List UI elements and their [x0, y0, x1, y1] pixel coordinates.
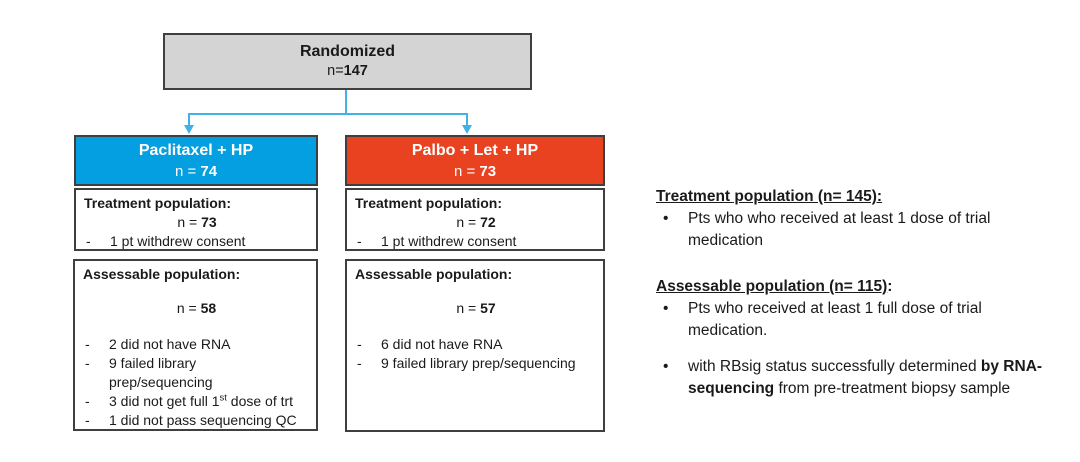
arm1-assessable-n-value: 58 — [200, 300, 217, 316]
randomized-n-value: 147 — [343, 63, 368, 79]
arm2-title: Palbo + Let + HP — [411, 142, 539, 159]
exclusion-item: - 6 did not have RNA — [355, 335, 597, 354]
bullet-text-bold: by RNA-sequencing — [688, 358, 1043, 397]
definition-bullet-text: with RBsig status successfully determine… — [688, 356, 1055, 400]
round-bullet: • — [663, 210, 669, 227]
arm2-treatment-n-value: 72 — [480, 214, 496, 230]
exclusion-item: - 3 did not get full 1st dose of trt — [83, 392, 310, 411]
arm2-treatment-count: n = 72 — [355, 213, 597, 232]
arm1-treatment-count: n = 73 — [84, 213, 310, 232]
exclusion-item-pre: 3 did not get full 1 — [109, 393, 220, 409]
arm2-assessable-n-value: 57 — [480, 300, 496, 316]
heading-underlined-text: Assessable population (n= 115) — [656, 278, 888, 295]
population-definitions: Treatment population (n= 145): • Pts who… — [656, 186, 1055, 400]
arm2-treatment-box: Treatment population: n = 72 - 1 pt with… — [345, 188, 605, 251]
definition-bullet: • Pts who who received at least 1 dose o… — [656, 208, 1055, 252]
dash-bullet: - — [357, 336, 362, 352]
randomized-title: Randomized — [299, 43, 396, 60]
arm2-treatment-item: - 1 pt withdrew consent — [355, 232, 597, 251]
exclusion-item-post: dose of trt — [226, 393, 294, 409]
arm1-treatment-n-value: 73 — [201, 214, 217, 230]
bullet-text-pre: Pts who who received at least 1 dose of … — [688, 210, 991, 249]
arm2-n-value: 73 — [479, 163, 497, 180]
exclusion-item-text: 6 did not have RNA — [381, 336, 503, 352]
exclusion-item: - 1 did not pass sequencing QC — [83, 411, 310, 430]
arm1-treatment-item-text: 1 pt withdrew consent — [110, 233, 246, 249]
arm1-assessable-items: - 2 did not have RNA - 9 failed library … — [83, 335, 310, 430]
bullet-text-pre: with RBsig status successfully determine… — [688, 358, 981, 375]
dash-bullet: - — [86, 233, 91, 249]
randomized-n-prefix: n= — [327, 63, 344, 79]
heading-colon: : — [887, 278, 893, 295]
arm2-assessable-count: n = 57 — [355, 299, 597, 318]
dash-bullet: - — [357, 355, 362, 371]
randomized-box: Randomized n=147 — [163, 33, 532, 90]
dash-bullet: - — [85, 336, 90, 352]
arm1-treatment-n-prefix: n = — [177, 214, 202, 230]
dash-bullet: - — [85, 355, 90, 371]
arm2-assessable-n-prefix: n = — [456, 300, 481, 316]
arm1-treatment-item: - 1 pt withdrew consent — [84, 232, 310, 251]
heading-underlined-text: Treatment population (n= 145): — [656, 188, 883, 205]
arm1-treatment-box: Treatment population: n = 73 - 1 pt with… — [74, 188, 318, 251]
dash-bullet: - — [85, 412, 90, 428]
arm1-n-prefix: n = — [174, 163, 201, 180]
arm1-n-value: 74 — [200, 163, 218, 180]
bullet-text-post: from pre-treatment biopsy sample — [774, 380, 1011, 397]
arm1-assessable-n-prefix: n = — [176, 300, 201, 316]
exclusion-item-text: 9 failed library prep/sequencing — [381, 355, 576, 371]
exclusion-item: - 9 failed library prep/sequencing — [83, 354, 310, 392]
exclusion-item-text: 2 did not have RNA — [109, 336, 231, 352]
arm2-assessable-box: Assessable population: n = 57 - 6 did no… — [345, 259, 605, 432]
treatment-population-definition: Treatment population (n= 145): • Pts who… — [656, 186, 1055, 252]
arm1-assessable-box: Assessable population: n = 58 - 2 did no… — [73, 259, 318, 431]
arm2-treatment-n-prefix: n = — [456, 214, 481, 230]
definition-bullet: • Pts who received at least 1 full dose … — [656, 298, 1055, 342]
arm2-assessable-items: - 6 did not have RNA - 9 failed library … — [355, 335, 597, 373]
exclusion-item: - 9 failed library prep/sequencing — [355, 354, 597, 373]
bullet-text-pre: Pts who received at least 1 full dose of… — [688, 300, 982, 339]
ordinal-superscript: st — [219, 392, 227, 404]
definition-bullet-text: Pts who who received at least 1 dose of … — [688, 208, 1055, 252]
arm2-header-box: Palbo + Let + HP n = 73 — [345, 135, 605, 186]
arm2-treatment-item-text: 1 pt withdrew consent — [381, 233, 517, 249]
arm1-title: Paclitaxel + HP — [138, 142, 254, 159]
exclusion-item: - 2 did not have RNA — [83, 335, 310, 354]
arm2-n-prefix: n = — [453, 163, 480, 180]
arm2-treatment-title: Treatment population: — [355, 195, 502, 211]
dash-bullet: - — [85, 393, 90, 409]
arm1-treatment-title: Treatment population: — [84, 195, 231, 211]
arm1-assessable-title: Assessable population: — [83, 266, 241, 282]
randomized-count: n=147 — [327, 62, 368, 81]
definition-bullet: • with RBsig status successfully determi… — [656, 356, 1055, 400]
exclusion-item-text: 9 failed library prep/sequencing — [109, 355, 213, 390]
round-bullet: • — [663, 358, 669, 375]
assessable-definition-heading: Assessable population (n= 115): — [656, 276, 1055, 298]
treatment-definition-heading: Treatment population (n= 145): — [656, 186, 1055, 208]
arm2-assessable-title: Assessable population: — [355, 266, 513, 282]
round-bullet: • — [663, 300, 669, 317]
assessable-population-definition: Assessable population (n= 115): • Pts wh… — [656, 276, 1055, 400]
definition-bullet-text: Pts who received at least 1 full dose of… — [688, 298, 1055, 342]
exclusion-item-text: 3 did not get full 1st dose of trt — [109, 392, 310, 411]
arm2-count: n = 73 — [347, 162, 603, 182]
arm1-assessable-count: n = 58 — [83, 299, 310, 318]
arm1-count: n = 74 — [76, 162, 316, 182]
dash-bullet: - — [357, 233, 362, 249]
exclusion-item-text: 1 did not pass sequencing QC — [109, 412, 297, 428]
arm1-header-box: Paclitaxel + HP n = 74 — [74, 135, 318, 186]
